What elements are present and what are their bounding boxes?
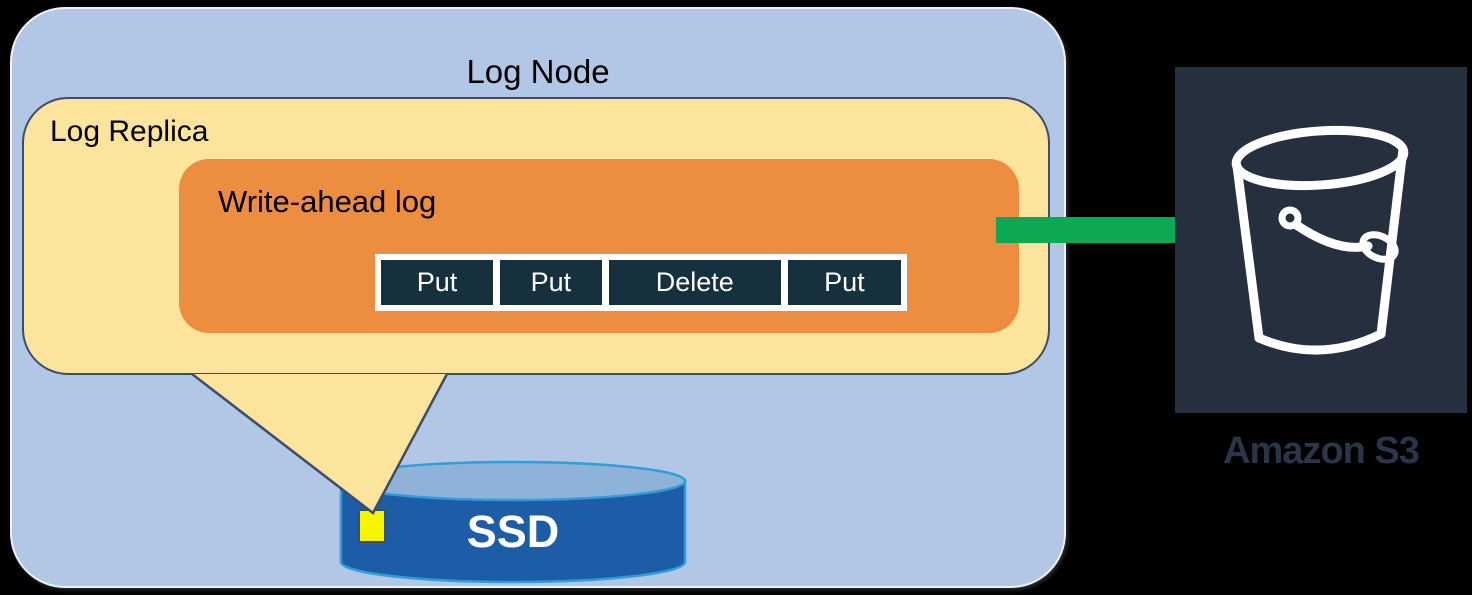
s3-label: Amazon S3	[1223, 430, 1420, 472]
wal-entry: Put	[787, 260, 901, 305]
log-replica-box: Log Replica Write-ahead log Put Put Dele…	[22, 97, 1050, 375]
log-node-label: Log Node	[466, 53, 610, 90]
write-ahead-log-box: Write-ahead log Put Put Delete Put	[179, 159, 1019, 333]
log-replica-label: Log Replica	[50, 115, 209, 148]
log-position-marker	[358, 509, 386, 543]
wal-entry: Delete	[608, 260, 781, 305]
wal-entry: Put	[500, 260, 602, 305]
wal-entries-strip: Put Put Delete Put	[375, 254, 907, 311]
s3-bucket-icon	[1231, 125, 1409, 355]
write-ahead-log-label: Write-ahead log	[218, 184, 437, 219]
wal-entry: Put	[381, 260, 494, 305]
s3-tile	[1175, 67, 1467, 413]
